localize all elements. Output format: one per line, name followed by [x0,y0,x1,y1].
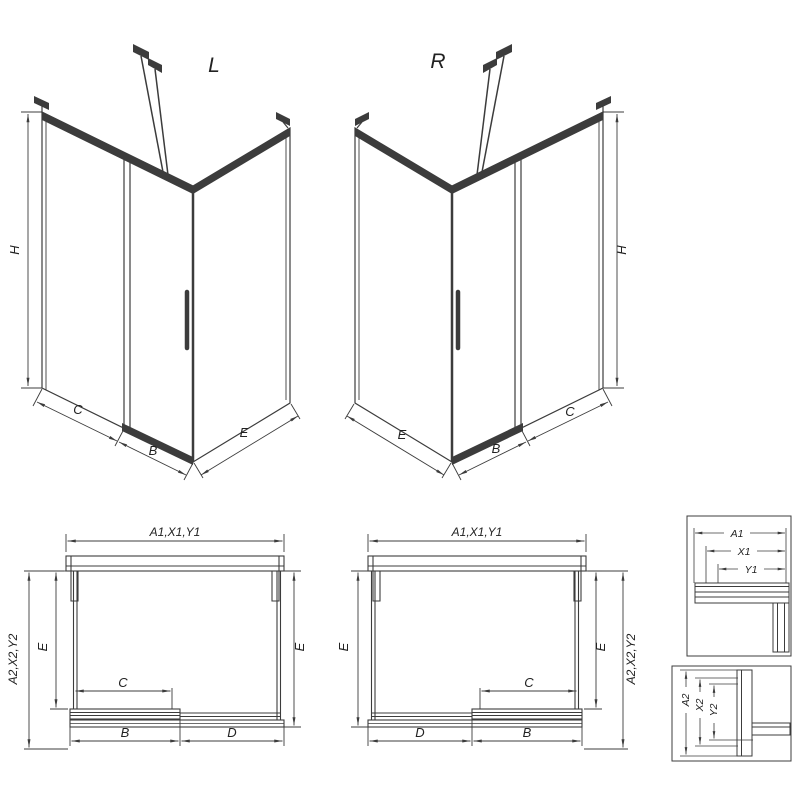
plan-view-left: A1,X1,Y1 A2,X2,Y2 E E C B D [6,525,307,749]
dim-label-C: C [118,675,128,690]
dim-label-C: C [73,402,83,417]
dim-label-C: C [565,404,575,419]
dim-label-A2X2Y2: A2,X2,Y2 [6,633,20,685]
dim-label-A1: A1 [730,528,744,540]
dim-label-H: H [7,245,22,255]
detail-top-profile: A1 X1 Y1 [686,515,792,657]
dim-label-B: B [492,441,501,456]
dim-label-X2: X2 [694,698,706,712]
dim-label-E: E [292,642,307,651]
dim-label-B: B [149,443,158,458]
dim-label-D: D [415,725,424,740]
dim-label-H: H [614,245,629,255]
detail-box-border [686,515,792,657]
dim-label-A2X2Y2: A2,X2,Y2 [624,633,638,685]
dim-label-B: B [121,725,130,740]
dim-label-C: C [524,675,534,690]
detail-side-dimensions [680,669,753,757]
dim-label-E: E [593,642,608,651]
dim-label-A1X1Y1: A1,X1,Y1 [451,525,503,539]
isometric-view-left: L H C B E [7,44,300,480]
dim-label-Y1: Y1 [745,564,758,576]
view-label-right: R [430,50,445,73]
top-profile-section [694,582,790,653]
dim-label-A2: A2 [680,693,692,707]
detail-box-border [671,665,792,762]
view-label-left: L [208,54,220,77]
detail-side-profile: A2 X2 Y2 [671,665,792,762]
dim-label-A1X1Y1: A1,X1,Y1 [149,525,201,539]
side-profile-section [736,669,791,757]
dim-label-E: E [35,642,50,651]
dim-label-D: D [227,725,236,740]
dim-label-Y2: Y2 [708,703,720,716]
dim-label-X1: X1 [737,546,751,558]
dim-label-E: E [240,425,249,440]
isometric-view-right: R H E B C [345,44,629,480]
plan-view-right: A1,X1,Y1 A2,X2,Y2 E E C D B [336,525,638,749]
dim-label-E: E [398,427,407,442]
dim-label-E: E [336,642,351,651]
dim-label-B: B [523,725,532,740]
